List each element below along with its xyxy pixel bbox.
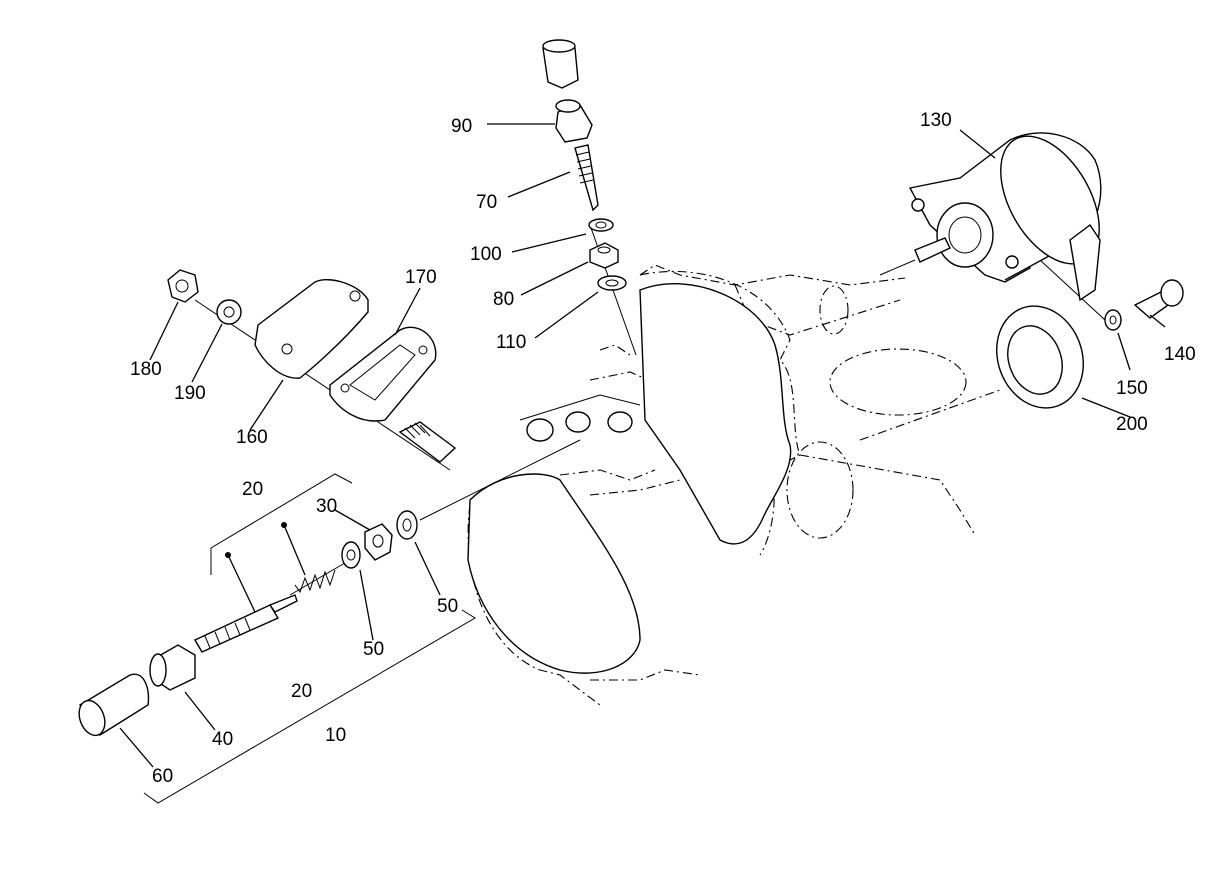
callout-150: 150 bbox=[1116, 378, 1148, 399]
leader-lines bbox=[119, 123, 1166, 768]
callout-10: 10 bbox=[325, 725, 346, 746]
callout-50-right: 50 bbox=[437, 596, 458, 617]
callout-40: 40 bbox=[212, 729, 233, 750]
part-150-washer bbox=[1104, 309, 1122, 331]
housing-ports bbox=[519, 394, 641, 442]
part-110-seal-ring bbox=[597, 275, 627, 291]
callout-100: 100 bbox=[470, 244, 502, 265]
part-140-screw bbox=[1133, 279, 1184, 319]
pump-housing bbox=[467, 264, 1001, 706]
callout-70: 70 bbox=[476, 192, 497, 213]
callout-20-upper: 20 bbox=[242, 479, 263, 500]
part-170-gasket bbox=[329, 326, 437, 422]
part-40-nut bbox=[149, 644, 196, 691]
callout-130: 130 bbox=[920, 110, 952, 131]
callout-200: 200 bbox=[1116, 414, 1148, 435]
part-190-washer bbox=[216, 299, 242, 325]
part-top-cap bbox=[542, 39, 579, 89]
callout-170: 170 bbox=[405, 267, 437, 288]
part-180-nut bbox=[167, 269, 199, 303]
part-70-bleed-screw bbox=[574, 144, 599, 212]
callout-20-lower: 20 bbox=[291, 681, 312, 702]
part-stud bbox=[398, 421, 457, 463]
part-90-union-nut bbox=[555, 99, 593, 143]
callout-140: 140 bbox=[1164, 344, 1196, 365]
callout-60: 60 bbox=[152, 766, 173, 787]
callout-50-left: 50 bbox=[363, 639, 384, 660]
callout-labels: 90 70 100 80 110 130 140 150 200 170 180… bbox=[130, 110, 1196, 787]
part-160-cover-plate bbox=[254, 279, 369, 379]
part-80-nut bbox=[589, 242, 619, 269]
callout-190: 190 bbox=[174, 383, 206, 404]
part-valve-spindle bbox=[194, 594, 298, 653]
part-200-oil-seal bbox=[996, 305, 1084, 409]
part-50-washer-left bbox=[341, 541, 361, 569]
part-100-washer bbox=[588, 218, 614, 232]
callout-180: 180 bbox=[130, 359, 162, 380]
part-50-washer-right bbox=[396, 510, 418, 540]
part-60-cap bbox=[78, 673, 150, 737]
callout-90: 90 bbox=[451, 116, 472, 137]
callout-110: 110 bbox=[496, 332, 526, 353]
part-130-stop-solenoid bbox=[908, 132, 1102, 302]
part-30-nut bbox=[364, 523, 393, 561]
callout-160: 160 bbox=[236, 427, 268, 448]
front-cover bbox=[467, 282, 792, 674]
callout-30: 30 bbox=[316, 496, 337, 517]
part-spring bbox=[294, 569, 336, 594]
group-brackets bbox=[143, 473, 476, 804]
callout-80: 80 bbox=[493, 289, 514, 310]
